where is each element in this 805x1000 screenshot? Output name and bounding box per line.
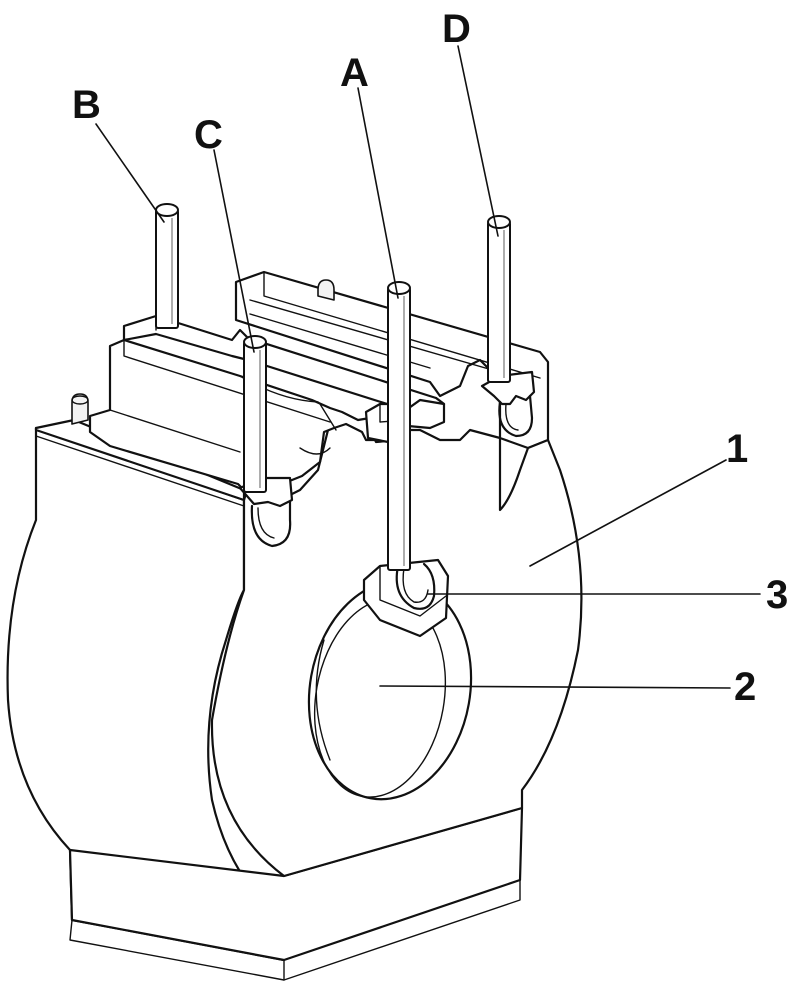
pin-d bbox=[487, 215, 511, 383]
label-d: D bbox=[442, 7, 471, 51]
label-2: 2 bbox=[734, 665, 756, 709]
label-a: A bbox=[340, 51, 369, 95]
label-3: 3 bbox=[766, 573, 788, 617]
leader-d bbox=[457, 45, 499, 237]
leader-b bbox=[95, 123, 165, 223]
label-b: B bbox=[72, 83, 101, 127]
front-left-stub bbox=[71, 393, 89, 425]
bobbin-body bbox=[6, 418, 583, 981]
leader-lines bbox=[95, 45, 761, 689]
rear-left-stub bbox=[317, 279, 335, 301]
label-c: C bbox=[194, 113, 223, 157]
leader-2 bbox=[379, 685, 731, 689]
pin-a bbox=[387, 281, 411, 571]
leader-a bbox=[357, 87, 399, 299]
leader-c bbox=[213, 149, 255, 353]
hole-terminal bbox=[362, 558, 450, 638]
label-1: 1 bbox=[726, 427, 748, 471]
leader-1 bbox=[529, 459, 727, 567]
pin-c bbox=[243, 335, 267, 493]
pin-b bbox=[155, 203, 179, 329]
